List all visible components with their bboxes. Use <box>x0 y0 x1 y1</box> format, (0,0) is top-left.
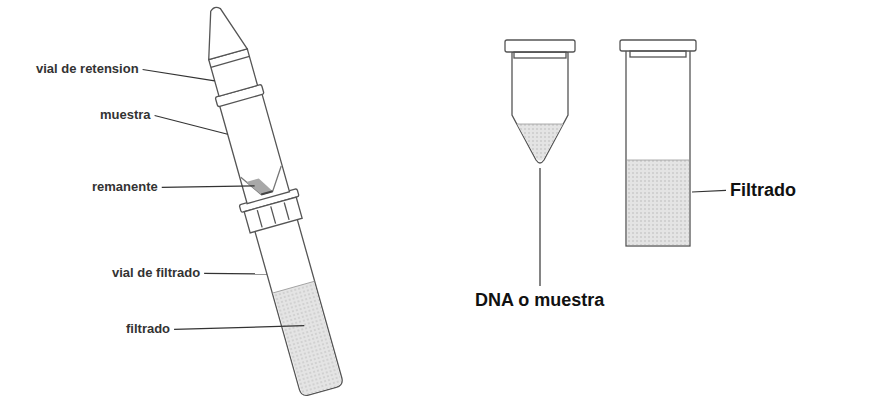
microtube <box>505 40 575 163</box>
filtrate-tube <box>620 40 696 246</box>
leader-line <box>692 190 726 192</box>
leader-line <box>204 273 267 275</box>
leader-line <box>174 326 304 330</box>
part-label: muestra <box>100 108 151 123</box>
leader-line <box>155 115 228 134</box>
leader-line <box>143 69 215 80</box>
filter-tube <box>186 0 352 399</box>
part-label: Filtrado <box>730 180 796 201</box>
part-label: vial de retension <box>36 62 139 77</box>
part-label: DNA o muestra <box>475 290 604 311</box>
leader-line <box>539 168 540 286</box>
leader-line <box>162 186 255 188</box>
part-label: remanente <box>92 180 158 195</box>
part-label: filtrado <box>126 322 170 337</box>
part-label: vial de filtrado <box>112 266 200 281</box>
